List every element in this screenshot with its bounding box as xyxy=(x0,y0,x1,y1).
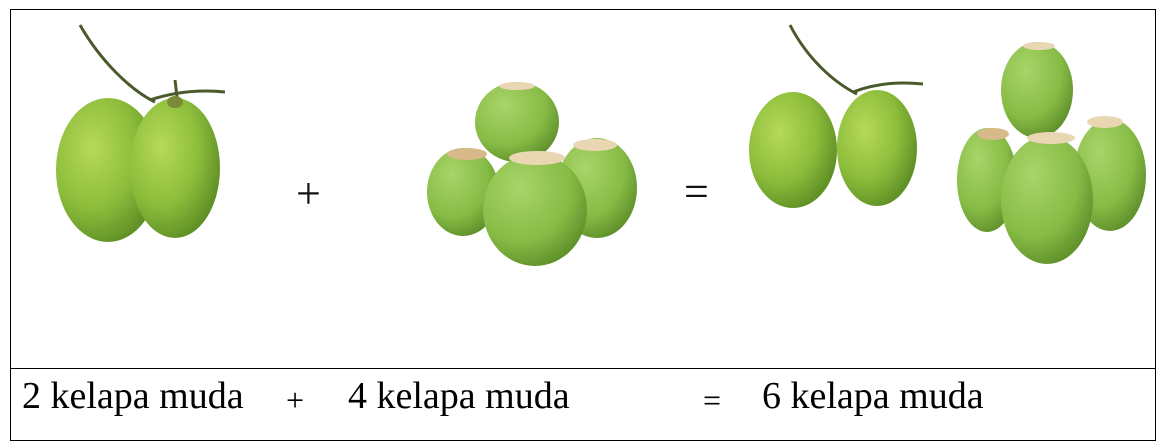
four-coconuts-image xyxy=(427,82,637,266)
plus-symbol: + xyxy=(296,169,321,218)
caption-equals: = xyxy=(703,382,722,418)
table-divider xyxy=(10,368,1156,369)
caption-term2: 4 kelapa muda xyxy=(348,375,570,417)
result-two-coconuts-image xyxy=(749,24,924,208)
caption-result: 6 kelapa muda xyxy=(762,375,984,417)
two-coconuts-image xyxy=(56,24,226,242)
caption-term1: 2 kelapa muda xyxy=(22,375,244,417)
result-four-coconuts-image xyxy=(957,42,1146,264)
equals-symbol: = xyxy=(684,167,709,216)
worksheet-table xyxy=(10,9,1156,441)
caption-plus: + xyxy=(286,382,305,418)
